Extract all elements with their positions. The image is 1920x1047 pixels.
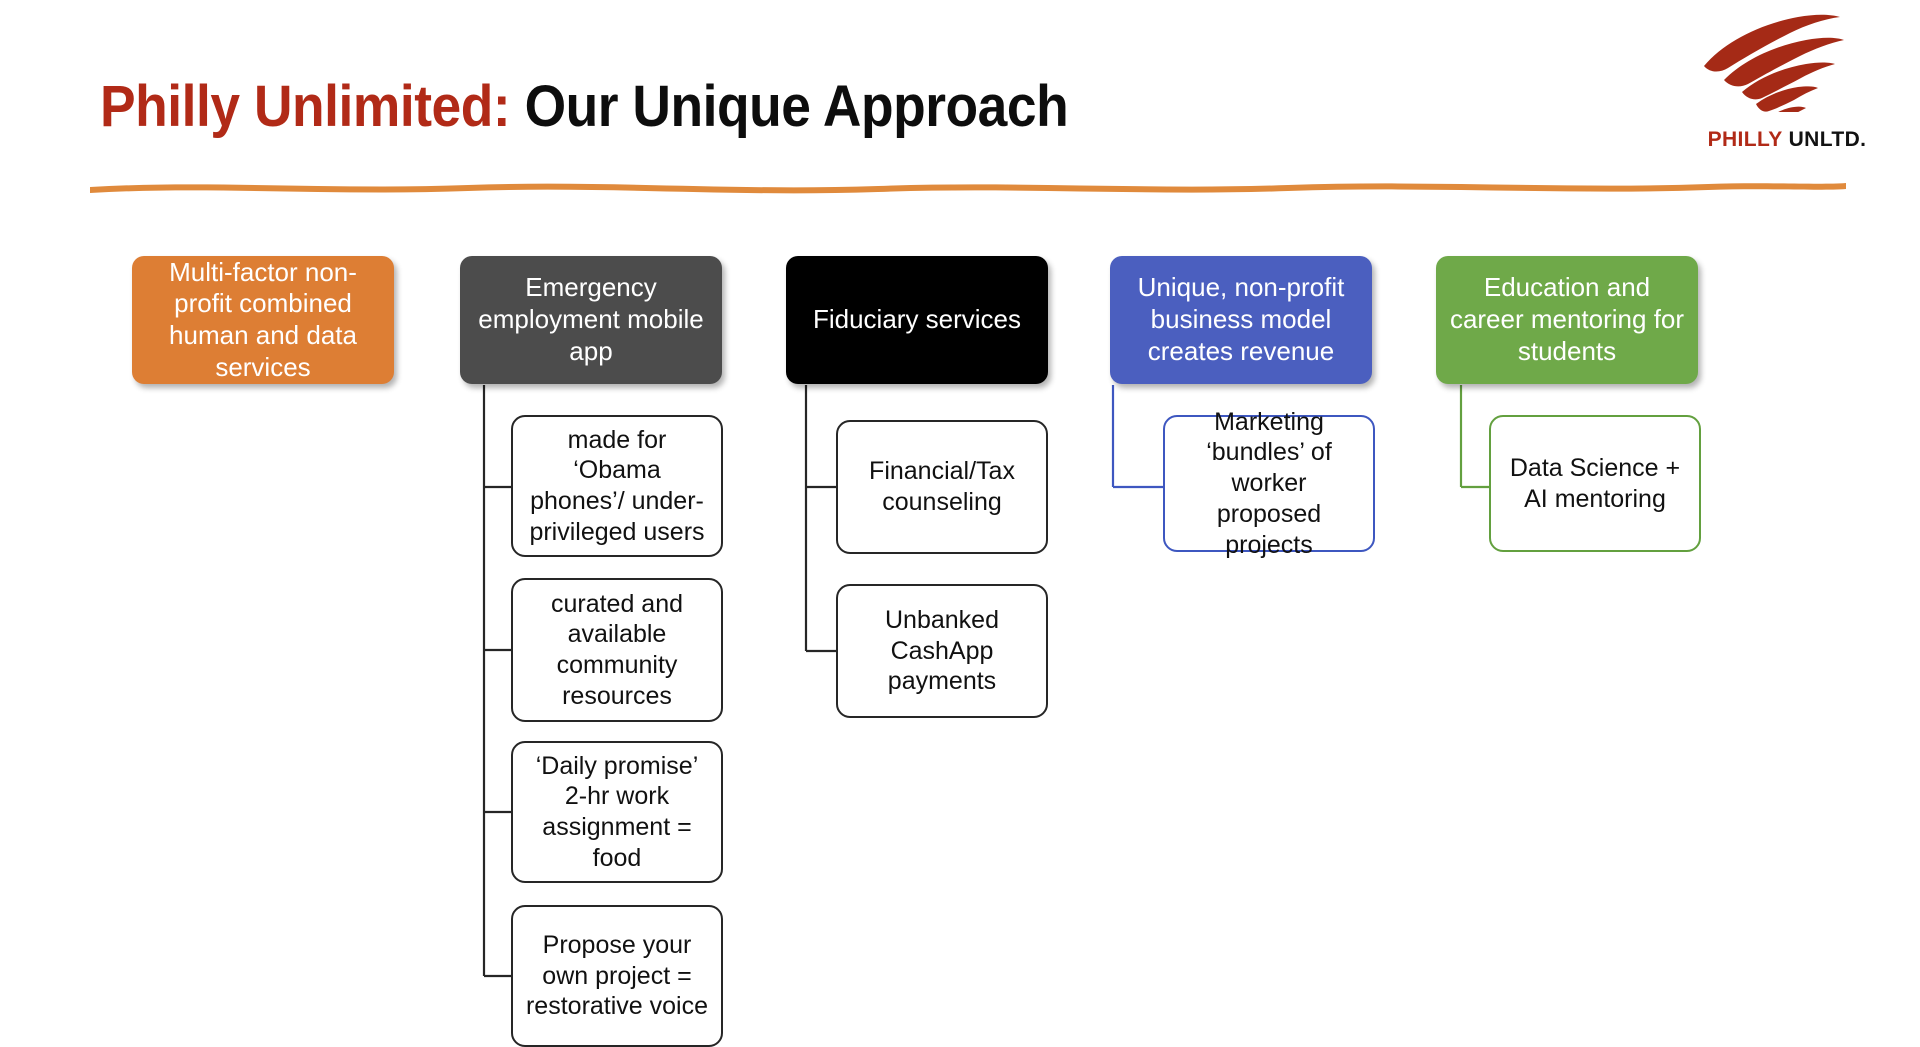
node-parent-gray[interactable]: Emergency employment mobile app xyxy=(460,256,722,384)
node-child-blue-1[interactable]: Marketing ‘bundles’ of worker proposed p… xyxy=(1163,408,1375,559)
node-parent-black[interactable]: Fiduciary services xyxy=(786,256,1048,384)
node-child-gray-1[interactable]: made for ‘Obama phones’/ under-privilege… xyxy=(511,415,723,557)
node-parent-green[interactable]: Education and career mentoring for stude… xyxy=(1436,256,1698,384)
node-child-green-1[interactable]: Data Science + AI mentoring xyxy=(1489,415,1701,552)
node-child-black-1[interactable]: Financial/Tax counseling xyxy=(836,420,1048,554)
node-child-gray-2[interactable]: curated and available community resource… xyxy=(511,578,723,722)
logo-wordmark-philly: PHILLY xyxy=(1707,128,1783,151)
brand-logo: PHILLY UNLTD. xyxy=(1672,6,1902,151)
page-title: Philly Unlimited: Our Unique Approach xyxy=(100,78,1069,136)
page-title-accent: Philly Unlimited: xyxy=(100,74,511,139)
logo-wordmark-unltd: UNLTD. xyxy=(1782,128,1867,151)
slide-header: Philly Unlimited: Our Unique Approach PH… xyxy=(0,0,1920,194)
logo-wordmark: PHILLY UNLTD. xyxy=(1672,128,1902,152)
connector-group-green xyxy=(1459,385,1489,489)
node-parent-orange[interactable]: Multi-factor non-profit combined human a… xyxy=(132,256,394,384)
node-child-black-2[interactable]: Unbanked CashApp payments xyxy=(836,584,1048,718)
connector-group-blue xyxy=(1111,385,1163,489)
node-child-gray-4[interactable]: Propose your own project = restorative v… xyxy=(511,905,723,1047)
page-title-main: Our Unique Approach xyxy=(510,74,1069,139)
node-child-gray-3[interactable]: ‘Daily promise’ 2-hr work assignment = f… xyxy=(511,741,723,883)
node-parent-blue[interactable]: Unique, non-profit business model create… xyxy=(1110,256,1372,384)
connector-group-gray xyxy=(482,385,511,978)
connector-group-black xyxy=(804,385,836,653)
title-underline-decoration xyxy=(90,183,1846,194)
wing-swoosh-logo-icon xyxy=(1704,14,1844,112)
